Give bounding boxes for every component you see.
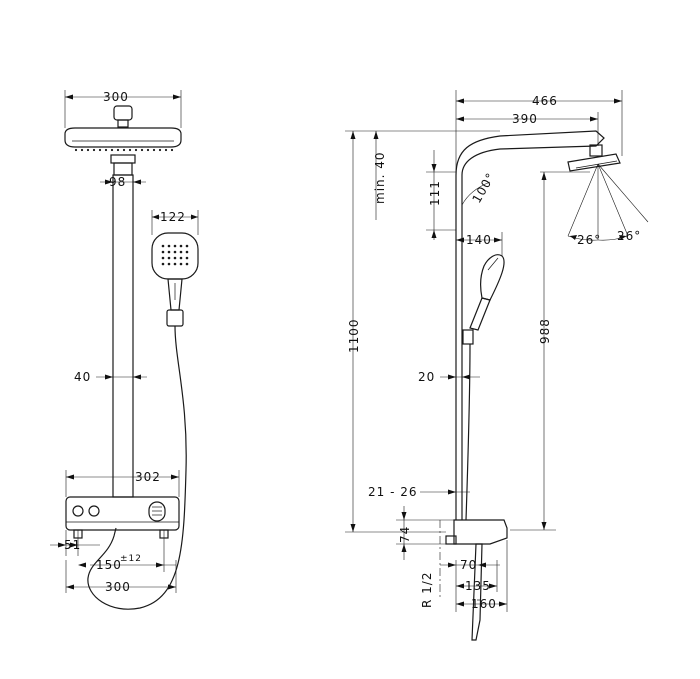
dim-handshower-depth: 140 (466, 233, 492, 247)
dim-depth-70: 70 (460, 558, 477, 572)
dim-projection-arm: 390 (512, 112, 538, 126)
dim-depth-135: 135 (465, 579, 491, 593)
shower-arm (455, 130, 605, 176)
dim-total-height: 1100 (347, 318, 361, 353)
swivel-lines (567, 163, 649, 240)
side-shower-head (567, 144, 621, 172)
dim-min-height: min. 40 (373, 151, 387, 204)
dim-depth-160: 160 (471, 597, 497, 611)
shower-head-nozzles (74, 148, 174, 152)
hand-shower (151, 232, 199, 327)
dim-wall-gap: 20 (418, 370, 435, 384)
dim-height-988: 988 (538, 318, 552, 344)
dim-inlet-spacing: 150 (96, 558, 122, 572)
arm-connector (110, 154, 136, 176)
dim-arm-diameter: 98 (109, 175, 126, 189)
dim-swivel-left: 26° (577, 233, 601, 247)
front-view: 300 98 122 40 302 51 150 ±12 300 (50, 90, 199, 610)
riser-pipe (112, 174, 134, 498)
dim-head-height: 111 (428, 180, 442, 206)
front-dimension-lines (50, 90, 199, 593)
overhead-shower-head (64, 105, 182, 152)
dim-pipe-diameter: 40 (74, 370, 91, 384)
side-hand-shower (462, 254, 505, 345)
side-thermostat (445, 519, 508, 641)
dim-total-width: 300 (105, 580, 131, 594)
dim-thermostat-width: 302 (135, 470, 161, 484)
dim-tilt-angle: 100° (469, 170, 498, 205)
dim-wall-distance: 21 - 26 (368, 485, 418, 499)
thermostat-unit (65, 496, 180, 531)
dim-inlet-tolerance: ±12 (120, 554, 142, 564)
hand-shower-nozzles (161, 244, 189, 266)
shower-hose (87, 325, 187, 610)
dim-thermostat-height: 74 (398, 526, 412, 543)
wall-connections (73, 529, 169, 539)
dim-swivel-right: 26° (617, 229, 641, 243)
dim-handshower-width: 122 (160, 210, 186, 224)
side-hose (465, 343, 471, 521)
dim-inlet-offset: 51 (64, 538, 81, 552)
dim-thread: R 1/2 (420, 572, 434, 608)
side-dimension-lines (345, 90, 629, 612)
side-view: 466 390 100° min. 40 111 1100 140 988 20… (345, 90, 649, 641)
dim-head-width: 300 (103, 90, 129, 104)
dim-projection-total: 466 (532, 94, 558, 108)
